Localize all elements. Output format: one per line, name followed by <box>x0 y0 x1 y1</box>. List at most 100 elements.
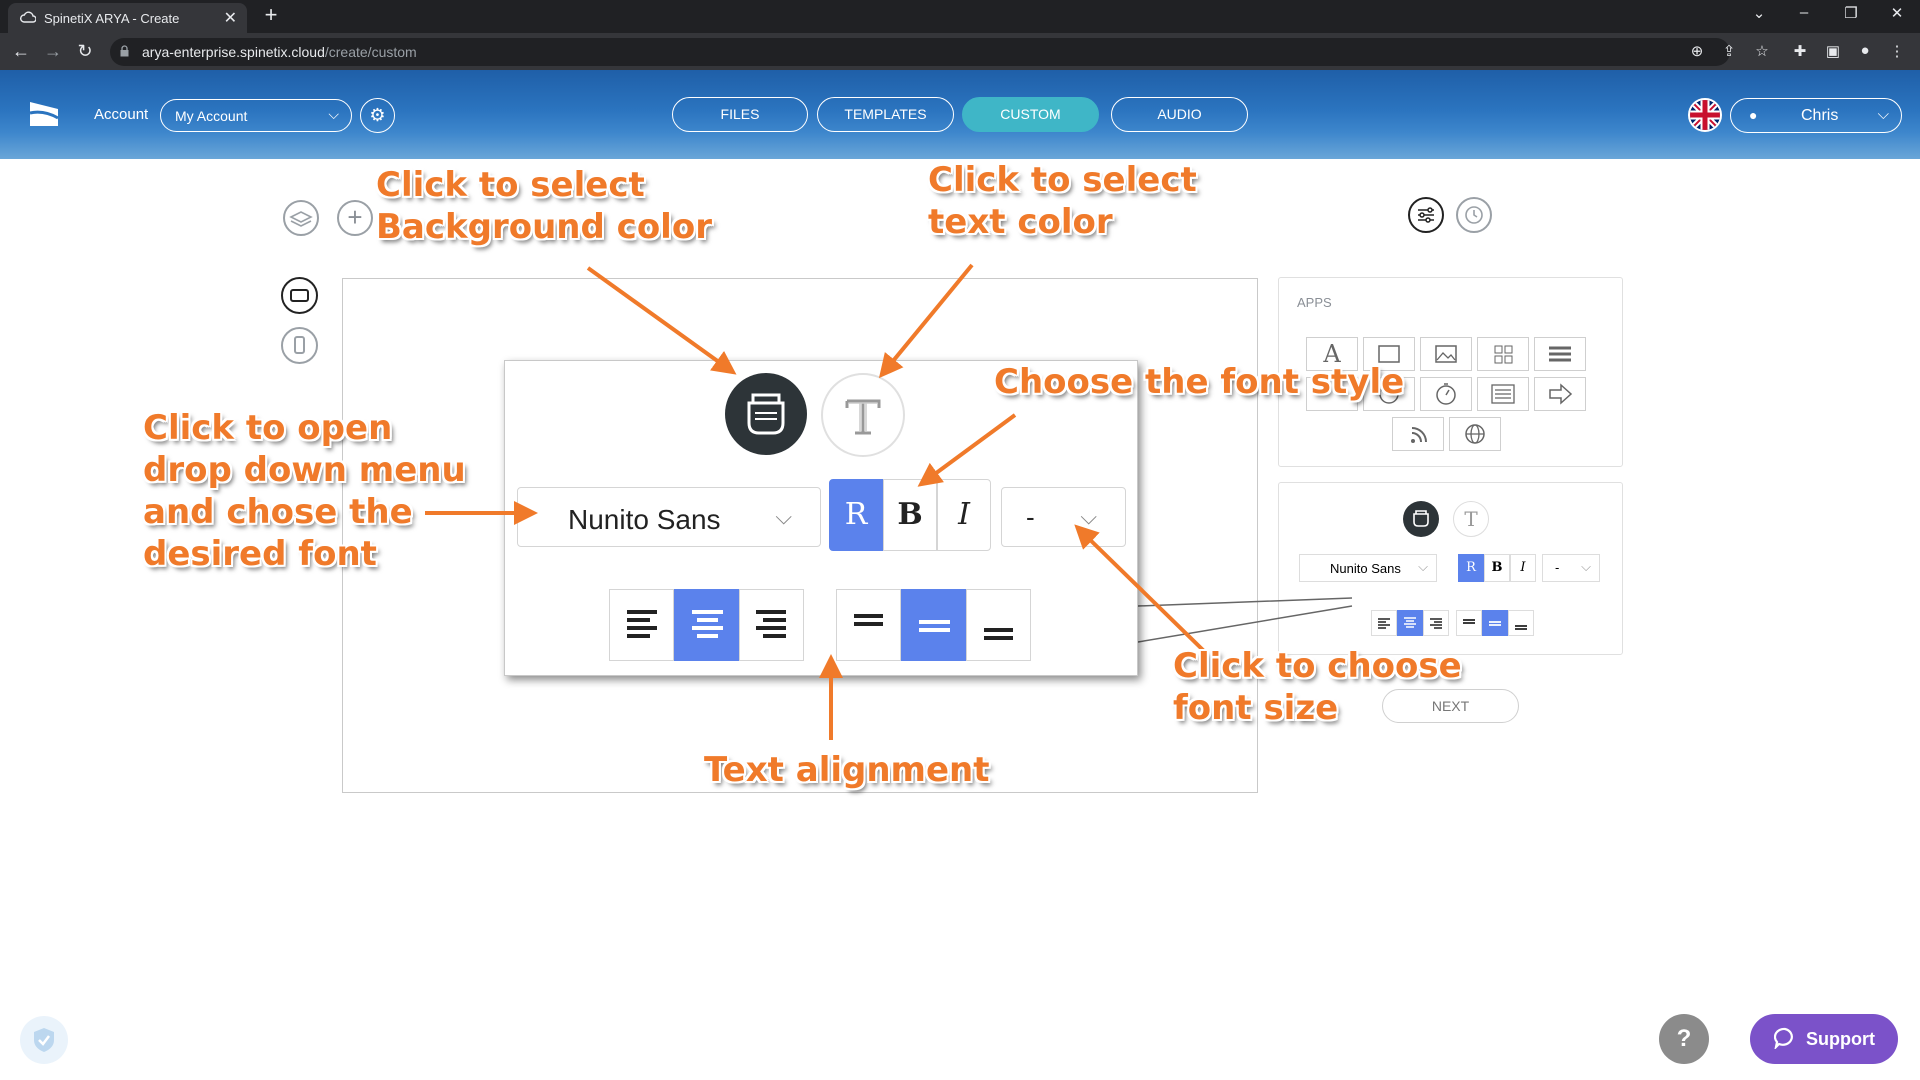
bookmark-star-icon[interactable]: ☆ <box>1755 43 1769 60</box>
image-app-icon[interactable] <box>1420 337 1472 371</box>
valign-middle-button[interactable] <box>901 589 966 661</box>
address-bar: ← → ↻ arya-enterprise.spinetix.cloud/cre… <box>0 33 1920 70</box>
align-left-small[interactable] <box>1371 610 1397 636</box>
user-menu[interactable]: ● Chris ⌵ <box>1730 98 1902 133</box>
font-family-select[interactable]: Nunito Sans ⌵ <box>517 487 821 547</box>
profile-icon[interactable]: ● <box>1860 42 1870 59</box>
url-field[interactable]: arya-enterprise.spinetix.cloud/create/cu… <box>110 38 1730 66</box>
spinetix-logo-icon[interactable] <box>28 100 60 128</box>
tab-title: SpinetiX ARYA - Create <box>44 11 180 26</box>
nav-files[interactable]: FILES <box>672 97 808 132</box>
background-color-button[interactable] <box>725 373 807 455</box>
nav-audio[interactable]: AUDIO <box>1111 97 1248 132</box>
apps-title: APPS <box>1297 295 1332 310</box>
style-regular-small[interactable]: R <box>1458 554 1484 582</box>
annotation-text-color: Click to select text color <box>928 159 1197 243</box>
qr-code-app-icon[interactable] <box>1477 337 1529 371</box>
url-path: /create/custom <box>324 44 417 60</box>
valign-top-small[interactable] <box>1456 610 1482 636</box>
clock-icon[interactable] <box>1456 197 1492 233</box>
style-bold-small[interactable]: B <box>1484 554 1510 582</box>
valign-top-button[interactable] <box>836 589 901 661</box>
style-bold-button[interactable]: B <box>883 479 937 551</box>
font-family-select-small[interactable]: Nunito Sans ⌵ <box>1299 554 1437 582</box>
background-color-button[interactable] <box>1403 501 1439 537</box>
align-right-small[interactable] <box>1423 610 1449 636</box>
text-app-icon[interactable]: A <box>1306 337 1358 371</box>
help-button[interactable]: ? <box>1659 1014 1709 1064</box>
annotation-line: Click to choose <box>1173 646 1462 686</box>
zoom-icon[interactable]: ⊕ <box>1690 43 1704 60</box>
tab-search-icon[interactable]: ⌄ <box>1752 5 1766 22</box>
minimize-icon[interactable]: – <box>1799 4 1809 21</box>
valign-bottom-small[interactable] <box>1508 610 1534 636</box>
sliders-icon[interactable] <box>1408 197 1444 233</box>
lock-icon <box>120 45 129 57</box>
side-panel-icon[interactable]: ▣ <box>1825 43 1841 60</box>
text-color-button[interactable] <box>821 373 905 457</box>
restore-icon[interactable]: ❐ <box>1844 5 1858 22</box>
account-select[interactable]: My Account ⌵ <box>160 99 352 132</box>
gear-icon[interactable]: ⚙ <box>360 98 395 133</box>
font-size-select-small[interactable]: - ⌵ <box>1542 554 1600 582</box>
nav-custom[interactable]: CUSTOM <box>962 97 1099 132</box>
browser-tab[interactable]: SpinetiX ARYA - Create ✕ <box>8 3 247 33</box>
align-center-small[interactable] <box>1397 610 1423 636</box>
extensions-icon[interactable]: ✚ <box>1793 43 1807 60</box>
rectangle-app-icon[interactable] <box>1363 337 1415 371</box>
privacy-shield-icon[interactable] <box>20 1016 68 1064</box>
next-button[interactable]: NEXT <box>1382 689 1519 723</box>
font-size-select[interactable]: - ⌵ <box>1001 487 1126 547</box>
style-italic-button[interactable]: I <box>937 479 991 551</box>
font-family-value: Nunito Sans <box>1330 561 1401 576</box>
globe-app-icon[interactable] <box>1449 417 1501 451</box>
align-center-button[interactable] <box>674 589 739 661</box>
clock-app-icon[interactable] <box>1363 377 1415 411</box>
style-regular-button[interactable]: R <box>829 479 883 551</box>
font-family-value: Nunito Sans <box>568 504 721 535</box>
account-select-value: My Account <box>175 108 248 124</box>
chevron-down-icon: ⌵ <box>1080 504 1097 529</box>
annotation-font-size: Click to choose font size <box>1173 645 1462 729</box>
add-icon[interactable]: + <box>337 200 373 236</box>
browser-tab-bar: SpinetiX ARYA - Create ✕ + ⌄ – ❐ ✕ <box>0 0 1920 33</box>
menu-kebab-icon[interactable]: ⋮ <box>1889 43 1905 60</box>
portrait-orientation-icon[interactable] <box>281 327 318 364</box>
valign-bottom-button[interactable] <box>966 589 1031 661</box>
text-color-button[interactable]: T <box>1453 501 1489 537</box>
annotation-line: Background color <box>376 207 712 247</box>
annotation-alignment: Text alignment <box>704 750 990 790</box>
close-window-icon[interactable]: ✕ <box>1890 5 1904 22</box>
design-canvas[interactable] <box>342 278 1258 793</box>
reload-icon[interactable]: ↻ <box>77 41 93 61</box>
valign-middle-small[interactable] <box>1482 610 1508 636</box>
annotation-font-menu: Click to open drop down menu and chose t… <box>143 407 466 575</box>
landscape-orientation-icon[interactable] <box>281 277 318 314</box>
list-app-icon[interactable] <box>1534 337 1586 371</box>
chevron-down-icon: ⌵ <box>1581 559 1591 574</box>
rss-app-icon[interactable] <box>1392 417 1444 451</box>
uk-flag-icon[interactable] <box>1688 98 1722 132</box>
nav-templates[interactable]: TEMPLATES <box>817 97 954 132</box>
align-right-button[interactable] <box>739 589 804 661</box>
support-label: Support <box>1806 1029 1875 1049</box>
url-host: arya-enterprise.spinetix.cloud <box>142 44 325 60</box>
timer-app-icon[interactable] <box>1420 377 1472 411</box>
style-italic-small[interactable]: I <box>1510 554 1536 582</box>
news-app-icon[interactable] <box>1477 377 1529 411</box>
chat-bubble-icon <box>1774 1027 1793 1049</box>
hidden-app-icon[interactable] <box>1306 377 1358 411</box>
back-icon[interactable]: ← <box>12 41 30 61</box>
annotation-bg-color: Click to select Background color <box>376 164 712 248</box>
annotation-line: Click to select <box>376 165 645 205</box>
layers-icon[interactable] <box>283 200 319 236</box>
support-button[interactable]: Support <box>1750 1014 1898 1064</box>
new-tab-button[interactable]: + <box>264 2 278 27</box>
forward-icon[interactable]: → <box>44 41 62 61</box>
align-left-button[interactable] <box>609 589 674 661</box>
text-properties-panel: T Nunito Sans ⌵ R B I - ⌵ <box>1278 482 1623 655</box>
share-icon[interactable]: ⇪ <box>1722 43 1736 60</box>
close-tab-icon[interactable]: ✕ <box>223 10 237 27</box>
arrow-app-icon[interactable] <box>1534 377 1586 411</box>
chevron-down-icon: ⌵ <box>1418 559 1428 574</box>
